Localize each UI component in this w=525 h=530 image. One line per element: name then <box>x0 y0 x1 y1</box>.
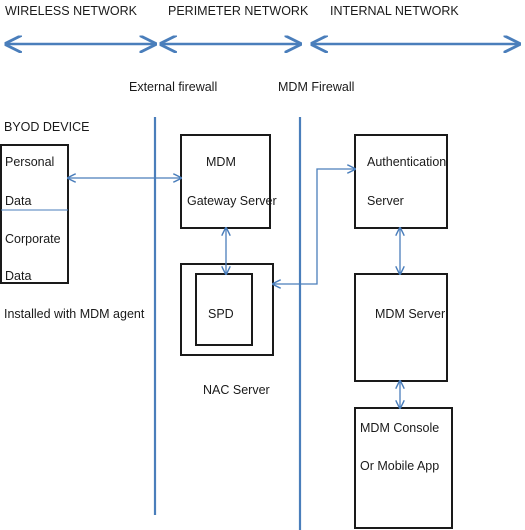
spd-label: SPD <box>208 307 234 321</box>
authentication-server-label-1: Authentication <box>367 155 446 169</box>
gateway-server-box <box>180 134 271 229</box>
mdm-server-box <box>354 273 448 382</box>
gateway-server-label-1: MDM <box>206 155 236 169</box>
authentication-server-label-2: Server <box>367 194 404 208</box>
byod-device-title: BYOD DEVICE <box>4 120 89 134</box>
byod-personal-label-2: Data <box>5 194 31 208</box>
byod-device-box <box>0 144 69 284</box>
byod-personal-label-1: Personal <box>5 155 54 169</box>
mdm-console-label-1: MDM Console <box>360 421 439 435</box>
zone-label-perimeter: PERIMETER NETWORK <box>168 4 309 18</box>
nac-to-authentication-connector <box>273 169 355 284</box>
mdm-server-label: MDM Server <box>375 307 445 321</box>
mdm-firewall-label: MDM Firewall <box>278 80 354 94</box>
byod-corporate-label-2: Data <box>5 269 31 283</box>
authentication-server-box <box>354 134 448 229</box>
external-firewall-label: External firewall <box>129 80 217 94</box>
gateway-server-label-2: Gateway Server <box>187 194 277 208</box>
mdm-console-label-2: Or Mobile App <box>360 459 439 473</box>
byod-caption: Installed with MDM agent <box>4 307 145 321</box>
spd-box <box>195 273 253 346</box>
zone-label-internal: INTERNAL NETWORK <box>330 4 459 18</box>
nac-server-caption: NAC Server <box>203 383 270 397</box>
zone-label-wireless: WIRELESS NETWORK <box>5 4 138 18</box>
byod-corporate-label-1: Corporate <box>5 232 61 246</box>
